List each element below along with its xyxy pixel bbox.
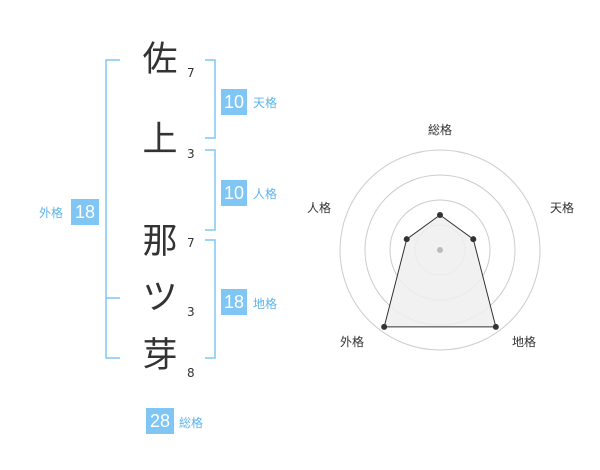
- radar-axis-label-tenkaku: 天格: [549, 201, 574, 215]
- radar-axis-label-soukaku: 総格: [427, 123, 452, 137]
- name-char-2: 上: [142, 120, 178, 160]
- jinkaku-label: 人格: [253, 187, 278, 201]
- name-char-3: 那: [142, 222, 178, 262]
- name-char-5: 芽: [142, 336, 178, 376]
- soukaku-label: 総格: [179, 416, 204, 430]
- chikaku-label: 地格: [253, 297, 278, 311]
- jinkaku-bracket: [205, 149, 216, 231]
- stroke-count-2: 3: [187, 147, 195, 161]
- radar-axis-label-jinkaku: 人格: [306, 201, 331, 215]
- radar-point-5: [403, 236, 410, 243]
- radar-axis-label-gaikaku: 外格: [339, 335, 364, 349]
- radar-point-3: [492, 323, 499, 330]
- radar-point-1: [437, 212, 443, 218]
- gaikaku-bracket: [105, 59, 120, 359]
- stroke-count-5: 8: [187, 366, 195, 380]
- chikaku-value: 18: [221, 289, 247, 315]
- radar-chart: [339, 149, 541, 351]
- name-char-1: 佐: [142, 40, 178, 80]
- stroke-count-4: 3: [187, 305, 195, 319]
- radar-center-point: [437, 247, 443, 253]
- tenkaku-value: 10: [221, 89, 247, 115]
- radar-point-2: [470, 236, 477, 243]
- radar-point-4: [381, 323, 388, 330]
- radar-axis-label-chikaku: 地格: [511, 335, 536, 349]
- jinkaku-value: 10: [221, 180, 247, 206]
- bracket-lines: [105, 59, 216, 359]
- radar-polygon: [383, 214, 497, 328]
- radar-ring-4: [339, 149, 541, 351]
- gaikaku-value: 18: [71, 199, 99, 225]
- tenkaku-bracket: [205, 59, 216, 139]
- name-char-4: ツ: [142, 278, 178, 318]
- tenkaku-label: 天格: [253, 96, 278, 110]
- stroke-count-3: 7: [187, 236, 195, 250]
- stroke-count-1: 7: [187, 66, 195, 80]
- soukaku-value: 28: [146, 408, 174, 434]
- gaikaku-label: 外格: [39, 206, 64, 220]
- chikaku-bracket: [205, 239, 216, 359]
